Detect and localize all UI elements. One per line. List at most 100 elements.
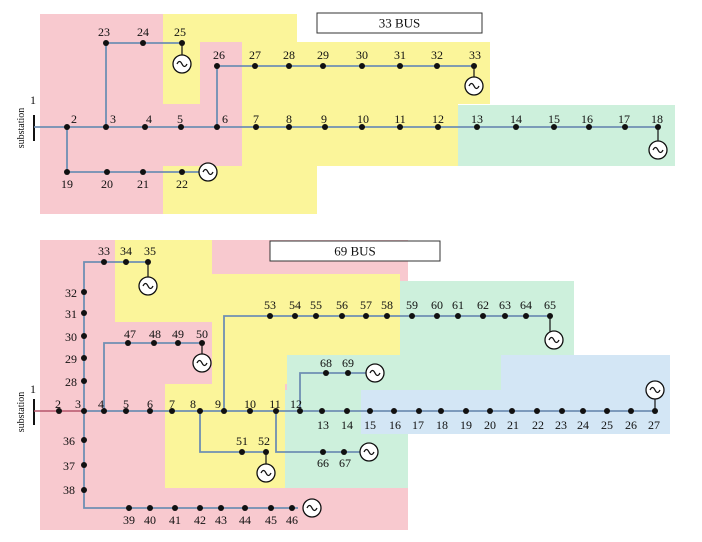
bus-node <box>140 40 146 46</box>
bus-label-12: 12 <box>290 397 302 411</box>
bus-label-32: 32 <box>65 286 77 300</box>
sine-wave <box>306 504 318 512</box>
bus-node <box>502 313 508 319</box>
bus-node <box>179 169 185 175</box>
bus-node <box>435 124 441 130</box>
bus-label-13: 13 <box>317 418 329 432</box>
bus-label-62: 62 <box>477 298 489 312</box>
bus-node <box>580 408 586 414</box>
bus-node <box>104 169 110 175</box>
bus-node <box>509 408 515 414</box>
bus-node <box>64 169 70 175</box>
bus-node <box>487 408 493 414</box>
bus-node <box>242 505 248 511</box>
bus-label-16: 16 <box>389 418 401 432</box>
bus-label-21: 21 <box>137 177 149 191</box>
bus-node <box>247 408 253 414</box>
bus-node <box>81 487 87 493</box>
bus-label-3: 3 <box>110 112 116 126</box>
bus-label-36: 36 <box>63 434 75 448</box>
bus-label-2: 2 <box>55 397 61 411</box>
bus-label-15: 15 <box>548 112 560 126</box>
bus-node <box>628 408 634 414</box>
bus-label-24: 24 <box>137 25 149 39</box>
bus-node <box>125 340 131 346</box>
bus-node <box>323 370 329 376</box>
sine-wave <box>176 60 188 68</box>
bus-node <box>559 408 565 414</box>
substation-label: substation <box>16 392 27 433</box>
bus-node <box>218 505 224 511</box>
bus-label-38: 38 <box>63 483 75 497</box>
title-69-bus-box <box>269 240 441 262</box>
bus-node <box>438 408 444 414</box>
bus-label-27: 27 <box>249 48 261 62</box>
zone-region <box>458 105 675 166</box>
bus-label-29: 29 <box>65 352 77 366</box>
bus-label-28: 28 <box>65 375 77 389</box>
bus-node <box>455 313 461 319</box>
bus-label-16: 16 <box>581 112 593 126</box>
bus-label-30: 30 <box>356 48 368 62</box>
bus-node <box>140 169 146 175</box>
bus-label-35: 35 <box>144 244 156 258</box>
bus-node <box>474 124 480 130</box>
bus-label-20: 20 <box>484 418 496 432</box>
bus-node <box>523 313 529 319</box>
bus-label-33: 33 <box>469 48 481 62</box>
bus-node <box>297 408 303 414</box>
bus-node <box>319 408 325 414</box>
bus-node <box>81 437 87 443</box>
bus-label-14: 14 <box>341 418 353 432</box>
bus-node <box>126 505 132 511</box>
bus-label-5: 5 <box>123 397 129 411</box>
bus-label-33: 33 <box>98 244 110 258</box>
bus-label-19: 19 <box>460 418 472 432</box>
sine-wave <box>363 448 375 456</box>
bus-label-61: 61 <box>452 298 464 312</box>
bus-node <box>604 408 610 414</box>
sine-wave <box>548 336 560 344</box>
bus-label-4: 4 <box>146 112 152 126</box>
zone-region <box>501 355 670 390</box>
bus-node <box>463 408 469 414</box>
zone-region <box>115 240 212 322</box>
sine-wave <box>202 168 214 176</box>
bus-node <box>151 340 157 346</box>
bus-label-42: 42 <box>194 513 206 527</box>
bus-node <box>81 310 87 316</box>
bus-node <box>322 124 328 130</box>
bus-label-21: 21 <box>507 418 519 432</box>
bus-node <box>480 313 486 319</box>
bus-label-59: 59 <box>406 298 418 312</box>
bus-label-22: 22 <box>176 177 188 191</box>
zone-region <box>285 390 361 410</box>
bus-node <box>178 124 184 130</box>
bus-label-18: 18 <box>651 112 663 126</box>
bus-node <box>359 63 365 69</box>
bus-label-31: 31 <box>65 307 77 321</box>
bus-node <box>197 408 203 414</box>
bus-node <box>169 408 175 414</box>
bus-node <box>345 370 351 376</box>
bus-label-13: 13 <box>471 112 483 126</box>
bus-label-39: 39 <box>123 513 135 527</box>
bus-node <box>471 63 477 69</box>
bus-label-51: 51 <box>236 434 248 448</box>
bus-node <box>551 124 557 130</box>
bus-node <box>239 449 245 455</box>
bus-node <box>286 124 292 130</box>
bus-label-56: 56 <box>336 298 348 312</box>
bus-node <box>655 124 661 130</box>
bus-label-6: 6 <box>147 397 153 411</box>
generator-icon-50 <box>192 353 212 373</box>
bus-node <box>434 313 440 319</box>
bus-node <box>586 124 592 130</box>
bus-label-54: 54 <box>289 298 301 312</box>
bus-node <box>391 408 397 414</box>
bus-node <box>81 355 87 361</box>
bus-node <box>320 63 326 69</box>
feeder-line <box>66 127 200 173</box>
bus-label-4: 4 <box>98 397 104 411</box>
